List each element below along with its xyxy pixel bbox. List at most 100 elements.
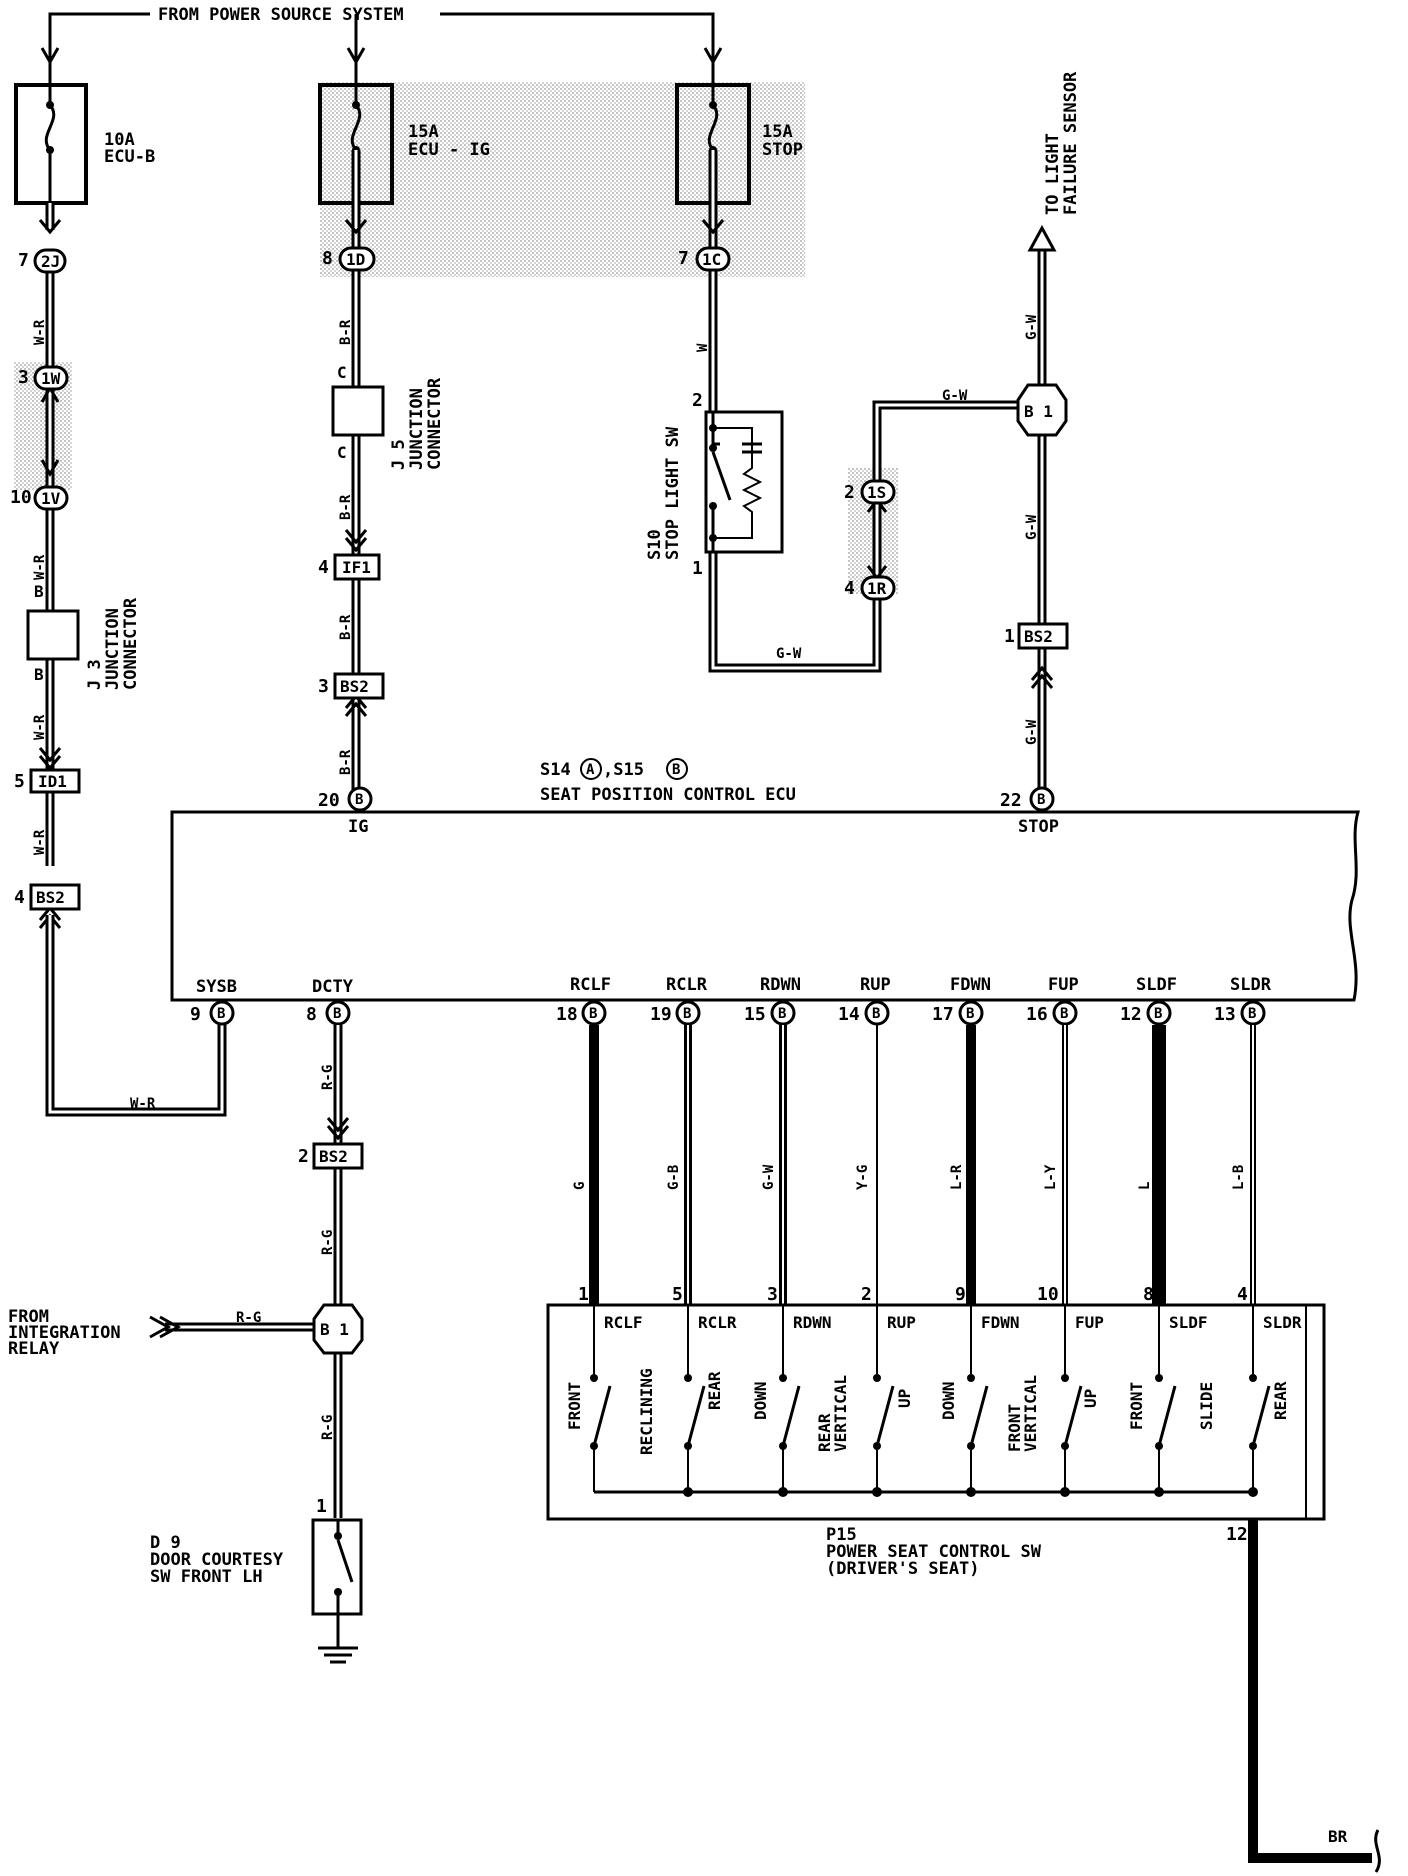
junction-j3-pin-top: B (34, 582, 44, 601)
ecu-pin-sldf-num: 12 (1120, 1004, 1142, 1025)
ecu-pin-fdwn-num: 17 (932, 1004, 954, 1025)
psw-pin-name-1: RCLF (604, 1313, 643, 1332)
ecu-pin-rclf-name: RCLF (570, 975, 611, 995)
ecu-pin-rdwn-conn: B (778, 1006, 786, 1022)
psw-label-front-3: FRONT (1127, 1382, 1146, 1430)
connector-2j-pin: 7 (18, 250, 29, 271)
psw-ground-pin: 12 (1226, 1524, 1248, 1545)
connector-1s-pin: 2 (844, 482, 855, 503)
connector-1d-pin: 8 (322, 248, 333, 269)
wire-r-g-3: R-G (236, 1310, 261, 1326)
light-failure-line2: FAILURE SENSOR (1061, 71, 1081, 215)
psw-switch-5 (969, 1385, 989, 1447)
junction-j3-code: J 3 (85, 659, 105, 690)
psw-label-vertical-2: VERTICAL (1021, 1375, 1040, 1452)
connector-1c-pin: 7 (678, 248, 689, 269)
wire-w-r-3: W-R (32, 714, 48, 740)
connector-bs2-right: 1 BS2 (1004, 622, 1069, 650)
switch-wire-label-3: G-W (761, 1164, 777, 1190)
right-branch-wire (1027, 224, 1057, 796)
switch-wire-label-8: L-B (1231, 1165, 1247, 1190)
switch-wire-label-1: G (572, 1182, 588, 1190)
psw-pin-name-5: FDWN (981, 1313, 1020, 1332)
connector-1v: 10 1V (10, 485, 69, 511)
splice-top-label: B 1 (1024, 402, 1053, 421)
connector-id1-pin: 5 (14, 771, 25, 792)
integration-line3: RELAY (8, 1339, 60, 1359)
door-sw-code: D 9 (150, 1533, 181, 1553)
ecu-pin-ig-name: IG (348, 817, 368, 837)
psw-common-node-3 (778, 1487, 788, 1497)
psw-label-vertical-1: VERTICAL (831, 1375, 850, 1452)
ecu-code-b: B (672, 762, 680, 778)
ecu-pin-sysb-name: SYSB (196, 977, 237, 997)
splice-top: B 1 (1016, 383, 1068, 437)
fuse-stop: 15A STOP (675, 62, 803, 205)
psw-pin-num-2: 5 (672, 1284, 683, 1305)
door-sw-pin: 1 (316, 1496, 327, 1517)
connector-bs2-right-pin: 1 (1004, 626, 1015, 647)
fuse-stop-rating: 15A (762, 122, 793, 142)
connector-bs2-lower-label: BS2 (319, 1147, 348, 1166)
ecu-pin-sysb-conn: B (217, 1006, 225, 1022)
power-seat-switch (546, 1303, 1326, 1521)
shaded-area-fuse-block (320, 82, 805, 277)
psw-switch-7 (1157, 1385, 1177, 1447)
psw-label-up-1: UP (895, 1389, 914, 1408)
psw-pin-num-8: 4 (1237, 1284, 1248, 1305)
seat-position-ecu: S14 A ,S15 B SEAT POSITION CONTROL ECU 2… (170, 758, 1360, 1026)
connector-1w-pin: 3 (18, 367, 29, 388)
door-courtesy-switch: 1 D 9 DOOR COURTESY SW FRONT LH (150, 1496, 363, 1664)
ecu-pin-fdwn-conn: B (966, 1006, 974, 1022)
connector-1r-pin: 4 (844, 578, 855, 599)
psw-label-rear-2: REAR (815, 1413, 834, 1452)
connector-1w-label: 1W (41, 369, 61, 388)
connector-1w: 3 1W (18, 365, 69, 391)
ecu-pin-fdwn-name: FDWN (950, 975, 991, 995)
connector-bs2-left-pin: 4 (14, 887, 25, 908)
ecu-pin-rdwn-num: 15 (744, 1004, 766, 1025)
ecu-pin-fup-conn: B (1060, 1006, 1068, 1022)
ecu-pin-fup-num: 16 (1026, 1004, 1048, 1025)
integration-line2: INTEGRATION (8, 1323, 121, 1343)
light-failure-line1: TO LIGHT (1043, 133, 1063, 215)
psw-line1: POWER SEAT CONTROL SW (826, 1542, 1042, 1562)
junction-j5-pin-bottom: C (337, 443, 347, 462)
psw-common-node-6 (1060, 1487, 1070, 1497)
switch-wire-label-6: L-Y (1043, 1164, 1059, 1190)
ecu-pin-rdwn: RDWN 15 B (744, 975, 801, 1026)
wire-g-w-4: G-W (1024, 514, 1040, 540)
wire-g-w-1: G-W (776, 646, 802, 662)
integration-line1: FROM (8, 1307, 49, 1327)
connector-1v-label: 1V (41, 489, 61, 508)
wire-g-w-2: G-W (942, 388, 968, 404)
wire-b-r-4: B-R (338, 749, 354, 775)
ecu-code-prefix: S14 (540, 760, 571, 780)
ecu-pin-dcty: DCTY 8 B (306, 977, 354, 1026)
junction-j5-line2: CONNECTOR (425, 377, 445, 470)
ecu-pin-sldf: SLDF 12 B (1120, 975, 1177, 1026)
fuse-stop-name: STOP (762, 140, 803, 160)
ecu-name: SEAT POSITION CONTROL ECU (540, 785, 796, 805)
ecu-pin-sldr-conn: B (1248, 1006, 1256, 1022)
junction-j5-pin-top: C (337, 363, 347, 382)
power-source-label: FROM POWER SOURCE SYSTEM (158, 5, 404, 25)
connector-2j-label: 2J (41, 252, 60, 271)
connector-if1: 4 IF1 (318, 553, 381, 581)
power-seat-switch-labels: FRONT RECLINING REAR DOWN REAR VERTICAL … (565, 1368, 1290, 1455)
ecu-pin-sldr-name: SLDR (1230, 975, 1272, 995)
ecu-pin-dcty-conn: B (333, 1006, 341, 1022)
ecu-pin-ig-conn: B (355, 792, 363, 808)
wire-b-r-1: B-R (338, 319, 354, 345)
psw-pin-num-3: 3 (767, 1284, 778, 1305)
wire-w-stop: W (695, 343, 711, 352)
psw-pin-name-7: SLDF (1169, 1313, 1208, 1332)
light-failure-label: TO LIGHT FAILURE SENSOR (1043, 71, 1081, 215)
ecu-pin-dcty-num: 8 (306, 1004, 317, 1025)
wire-w-r-5: W-R (130, 1096, 156, 1112)
power-seat-switch-caption: P15 POWER SEAT CONTROL SW (DRIVER'S SEAT… (826, 1525, 1042, 1579)
psw-common-node-8 (1248, 1487, 1258, 1497)
psw-pin-num-5: 9 (955, 1284, 966, 1305)
stop-light-switch-code: S10 (645, 529, 665, 560)
